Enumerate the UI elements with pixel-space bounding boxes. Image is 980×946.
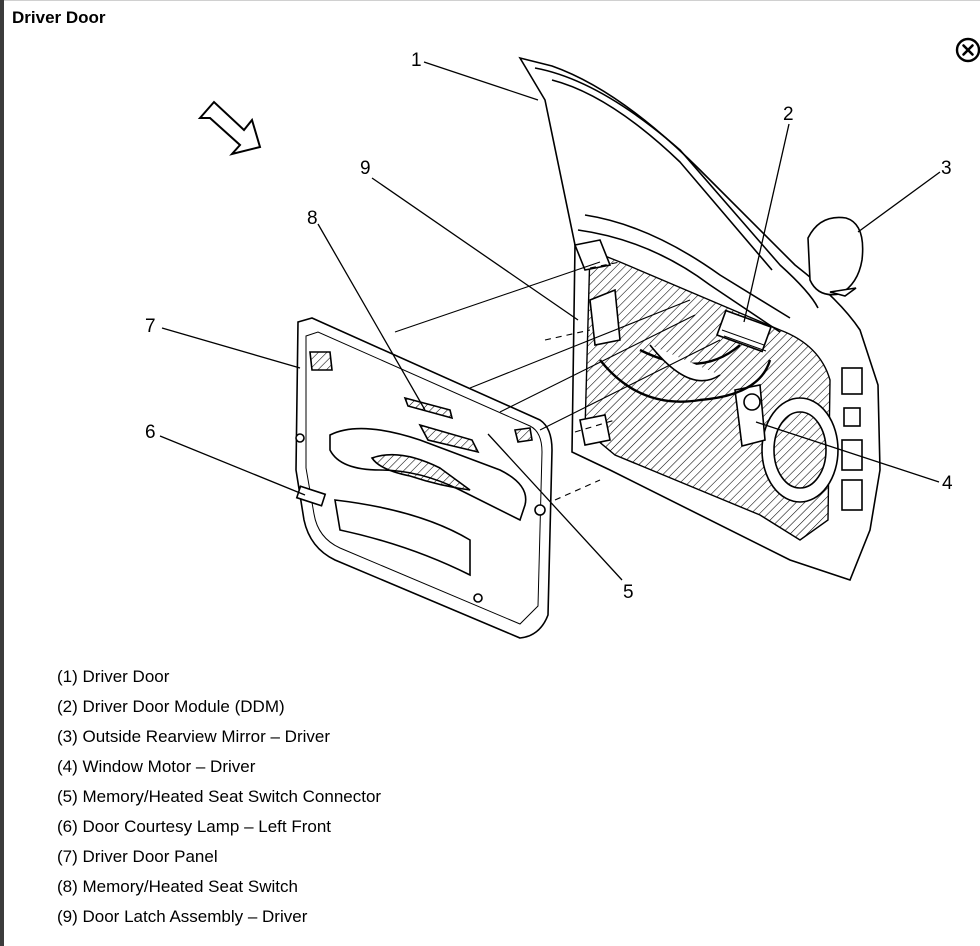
direction-arrow-icon xyxy=(197,100,262,156)
page-title: Driver Door xyxy=(12,8,106,27)
callout-4: 4 xyxy=(942,473,953,494)
legend-item: (5) Memory/Heated Seat Switch Connector xyxy=(57,787,382,806)
callout-9: 9 xyxy=(360,158,371,179)
window-top-border xyxy=(4,0,980,1)
callout-2: 2 xyxy=(783,104,794,125)
driver-door-shell xyxy=(518,56,881,581)
driver-door-panel xyxy=(295,317,553,639)
callout-3: 3 xyxy=(941,158,952,179)
leader-lines xyxy=(159,61,941,581)
callout-5: 5 xyxy=(623,582,634,603)
legend-item: (6) Door Courtesy Lamp – Left Front xyxy=(57,817,332,836)
legend-item: (4) Window Motor – Driver xyxy=(57,757,256,776)
legend-item: (7) Driver Door Panel xyxy=(57,847,218,866)
callout-6: 6 xyxy=(145,422,156,443)
legend-item: (1) Driver Door xyxy=(57,667,170,686)
close-icon[interactable] xyxy=(955,37,980,63)
callout-1: 1 xyxy=(411,50,422,71)
callout-8: 8 xyxy=(307,208,318,229)
legend-item: (8) Memory/Heated Seat Switch xyxy=(57,877,298,896)
legend-item: (9) Door Latch Assembly – Driver xyxy=(57,907,308,926)
alignment-lines xyxy=(394,261,721,501)
window-left-border xyxy=(0,0,4,946)
legend-item: (3) Outside Rearview Mirror – Driver xyxy=(57,727,330,746)
legend-list: (1) Driver Door (2) Driver Door Module (… xyxy=(57,666,381,936)
door-exploded-diagram: 1 2 3 4 5 6 7 8 9 xyxy=(145,50,953,639)
callout-7: 7 xyxy=(145,316,156,337)
legend-item: (2) Driver Door Module (DDM) xyxy=(57,697,285,716)
outside-mirror xyxy=(807,216,864,297)
